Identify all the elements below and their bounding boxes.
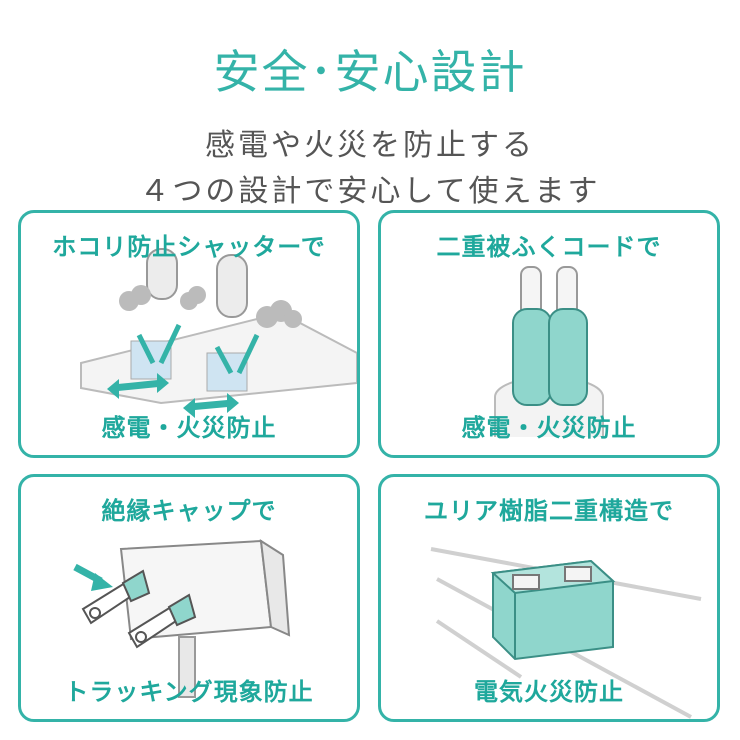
card-caption: トラッキング現象防止 xyxy=(64,678,314,706)
feature-card-dust-shutter: ホコリ防止シャッターで 感電・火災防止 xyxy=(18,210,360,458)
card-caption: 感電・火災防止 xyxy=(461,414,637,442)
card-caption: 感電・火災防止 xyxy=(101,414,277,442)
card-title: 二重被ふくコードで xyxy=(436,233,662,261)
card-title: ホコリ防止シャッターで xyxy=(52,233,326,261)
shutter-outlet-illustration xyxy=(80,248,357,418)
page-title: 安全･安心設計 xyxy=(213,45,527,99)
insulated-plug-illustration xyxy=(73,539,291,698)
feature-card-urea-resin: ユリア樹脂二重構造で 電気火災防止 xyxy=(378,474,720,722)
card-title: 絶縁キャップで xyxy=(101,497,277,525)
double-insulated-cord-illustration xyxy=(494,266,604,437)
feature-card-double-cord: 二重被ふくコードで 感電・火災防止 xyxy=(378,210,720,458)
card-caption: 電気火災防止 xyxy=(474,678,624,706)
subtitle-line-1: 感電や火災を防止する xyxy=(205,128,535,163)
subtitle-line-2: ４つの設計で安心して使えます xyxy=(139,174,601,209)
urea-resin-socket-illustration xyxy=(430,547,702,719)
feature-card-insulated-cap: 絶縁キャップで トラッキング現象防止 xyxy=(18,474,360,722)
card-title: ユリア樹脂二重構造で xyxy=(424,497,674,525)
